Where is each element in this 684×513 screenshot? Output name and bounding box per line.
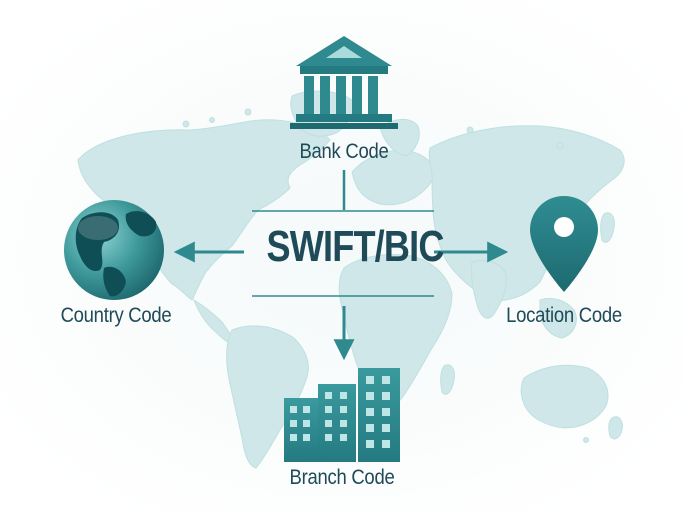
country-code-label: Country Code [60, 304, 172, 327]
map-southeast-asia [539, 297, 577, 339]
swift-bic-title: SWIFT/BIC [266, 222, 445, 271]
map-asia [428, 125, 625, 301]
map-new-zealand [608, 416, 623, 440]
map-south-america [226, 325, 309, 469]
location-code-label: Location Code [506, 304, 622, 327]
map-australia [520, 364, 609, 429]
globe-icon [64, 200, 164, 300]
bank-building-icon [290, 36, 398, 129]
bank-code-label: Bank Code [299, 140, 389, 163]
map-india [471, 260, 507, 319]
map-pin-icon [530, 196, 598, 292]
map-madagascar [440, 364, 455, 395]
office-buildings-icon [284, 368, 400, 462]
map-japan [600, 212, 615, 243]
branch-code-label: Branch Code [289, 466, 395, 489]
